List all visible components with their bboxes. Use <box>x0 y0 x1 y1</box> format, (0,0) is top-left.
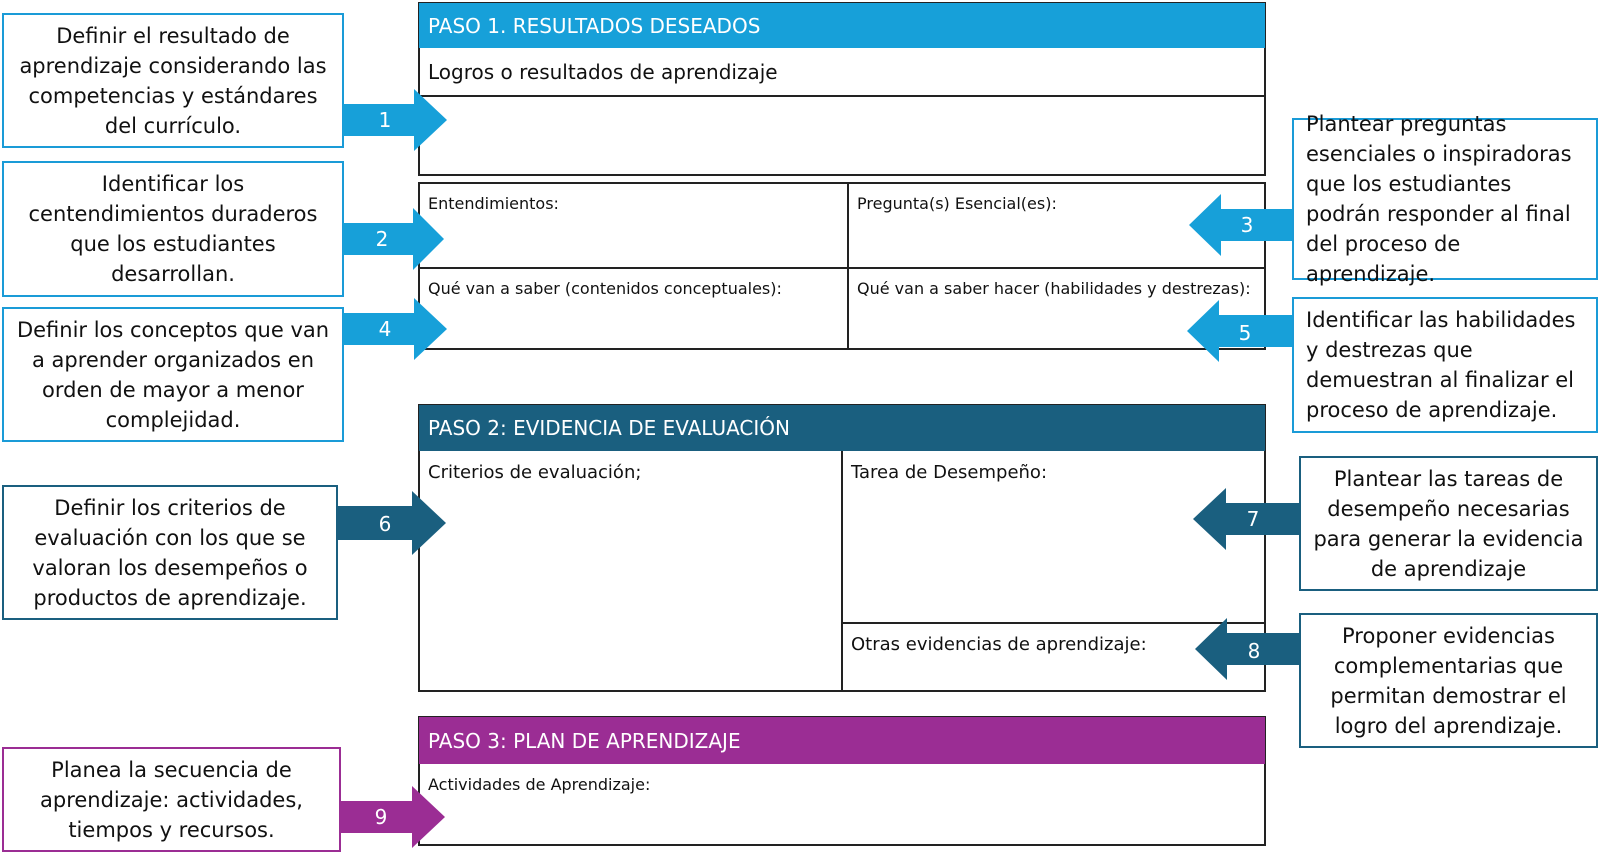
otras-label: Otras evidencias de aprendizaje: <box>851 634 1147 655</box>
arrow-8: 8 <box>1195 618 1299 680</box>
step1-grid-hline <box>418 267 1266 269</box>
arrow-8-number: 8 <box>1248 639 1261 663</box>
arrow-6-number: 6 <box>379 512 392 536</box>
saber-label: Qué van a saber (contenidos conceptuales… <box>428 279 782 298</box>
note-7: Plantear las tareas de desempeño necesar… <box>1299 456 1598 591</box>
note-2: Identificar los centendimientos duradero… <box>2 161 344 297</box>
arrow-9-number: 9 <box>375 805 388 829</box>
arrow-7: 7 <box>1193 488 1299 550</box>
arrow-4-number: 4 <box>379 317 392 341</box>
note-3-text: Plantear preguntas esenciales o inspirad… <box>1306 112 1572 286</box>
arrow-2-number: 2 <box>376 227 389 251</box>
step1-header-text: PASO 1. RESULTADOS DESEADOS <box>428 13 761 38</box>
note-9: Planea la secuencia de aprendizaje: acti… <box>2 747 341 852</box>
note-2-text: Identificar los centendimientos duradero… <box>28 172 318 286</box>
criterios-label: Criterios de evaluación; <box>428 462 642 483</box>
step2-header: PASO 2: EVIDENCIA DE EVALUACIÓN <box>418 404 1266 452</box>
arrow-1: 1 <box>343 89 447 151</box>
note-7-text: Plantear las tareas de desempeño necesar… <box>1313 466 1584 581</box>
arrow-3: 3 <box>1189 194 1292 256</box>
step3-header-text: PASO 3: PLAN DE APRENDIZAJE <box>428 728 741 753</box>
arrow-4: 4 <box>343 298 447 360</box>
note-8: Proponer evidencias complementarias que … <box>1299 613 1598 748</box>
arrow-1-number: 1 <box>379 108 392 132</box>
arrow-5-number: 5 <box>1239 321 1252 345</box>
arrow-6: 6 <box>338 491 446 555</box>
logros-label: Logros o resultados de aprendizaje <box>428 60 778 84</box>
note-9-text: Planea la secuencia de aprendizaje: acti… <box>40 757 303 842</box>
note-5: Identificar las habilidades y destrezas … <box>1292 297 1598 433</box>
note-4: Definir los conceptos que van a aprender… <box>2 307 344 442</box>
tarea-label: Tarea de Desempeño: <box>851 462 1048 483</box>
arrow-3-number: 3 <box>1241 213 1254 237</box>
logros-box <box>418 48 1266 176</box>
step3-box <box>418 764 1266 846</box>
arrow-5: 5 <box>1187 300 1292 362</box>
logros-divider <box>418 95 1266 97</box>
arrow-9: 9 <box>341 786 445 848</box>
actividades-label: Actividades de Aprendizaje: <box>428 775 651 794</box>
note-1-text: Definir el resultado de aprendizaje cons… <box>19 23 327 138</box>
step2-header-text: PASO 2: EVIDENCIA DE EVALUACIÓN <box>428 416 790 440</box>
saber-hacer-label: Qué van a saber hacer (habilidades y des… <box>857 279 1251 298</box>
preguntas-label: Pregunta(s) Esencial(es): <box>857 194 1057 213</box>
step2-grid-vline <box>841 451 843 692</box>
note-3: Plantear preguntas esenciales o inspirad… <box>1292 112 1598 286</box>
arrow-7-number: 7 <box>1247 507 1260 531</box>
step1-grid <box>418 182 1266 350</box>
step3-header: PASO 3: PLAN DE APRENDIZAJE <box>418 716 1266 765</box>
note-5-text: Identificar las habilidades y destrezas … <box>1306 308 1576 422</box>
step2-grid-hline <box>841 622 1266 624</box>
note-1: Definir el resultado de aprendizaje cons… <box>2 13 344 148</box>
arrow-2: 2 <box>343 208 444 270</box>
entendimientos-label: Entendimientos: <box>428 194 559 213</box>
note-6-text: Definir los criterios de evaluación con … <box>32 495 308 610</box>
step1-grid-vline <box>847 182 849 350</box>
step1-header: PASO 1. RESULTADOS DESEADOS <box>418 2 1266 49</box>
note-4-text: Definir los conceptos que van a aprender… <box>16 317 330 432</box>
note-8-text: Proponer evidencias complementarias que … <box>1330 623 1567 738</box>
note-6: Definir los criterios de evaluación con … <box>2 485 338 620</box>
